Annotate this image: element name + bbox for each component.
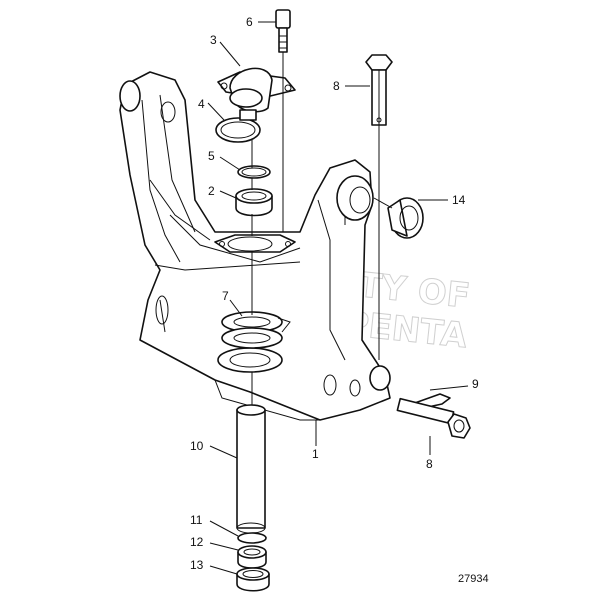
bushing-part-12 [237,545,267,569]
assembly-axis-lines [251,52,393,405]
callout-2: 2 [208,184,215,198]
callout-8-lower: 8 [426,457,433,471]
callout-9: 9 [472,377,479,391]
elbow-part-3 [217,67,296,113]
callout-10: 10 [190,439,204,453]
o-ring-part-5 [237,165,271,179]
callout-1: 1 [312,447,319,461]
callout-8-upper: 8 [333,79,340,93]
callout-14: 14 [452,193,466,207]
washer-part-7 [221,311,291,349]
callout-6: 6 [246,15,253,29]
callout-3: 3 [210,33,217,47]
callout-labels: 6 3 8 4 5 2 14 7 9 10 1 8 11 12 13 [190,15,479,572]
callout-leader-lines [207,21,469,575]
figure-reference-number: 27934 [458,573,489,585]
callout-13: 13 [190,558,204,572]
callout-7: 7 [222,289,229,303]
callout-4: 4 [198,97,205,111]
callout-11: 11 [190,513,203,527]
bushing-part-13 [236,567,270,592]
callout-12: 12 [190,535,204,549]
callout-5: 5 [208,149,215,163]
o-ring-part-11 [237,532,267,544]
plug-part-14 [387,197,424,239]
bolt-part-8-upper [365,54,393,126]
main-bracket [119,71,391,421]
clamp-part-4 [215,109,261,143]
bolt-part-6 [275,9,291,53]
bushing-part-2 [235,188,273,217]
shaft-part-10 [236,404,266,534]
bolt-part-8-lower [396,397,471,439]
